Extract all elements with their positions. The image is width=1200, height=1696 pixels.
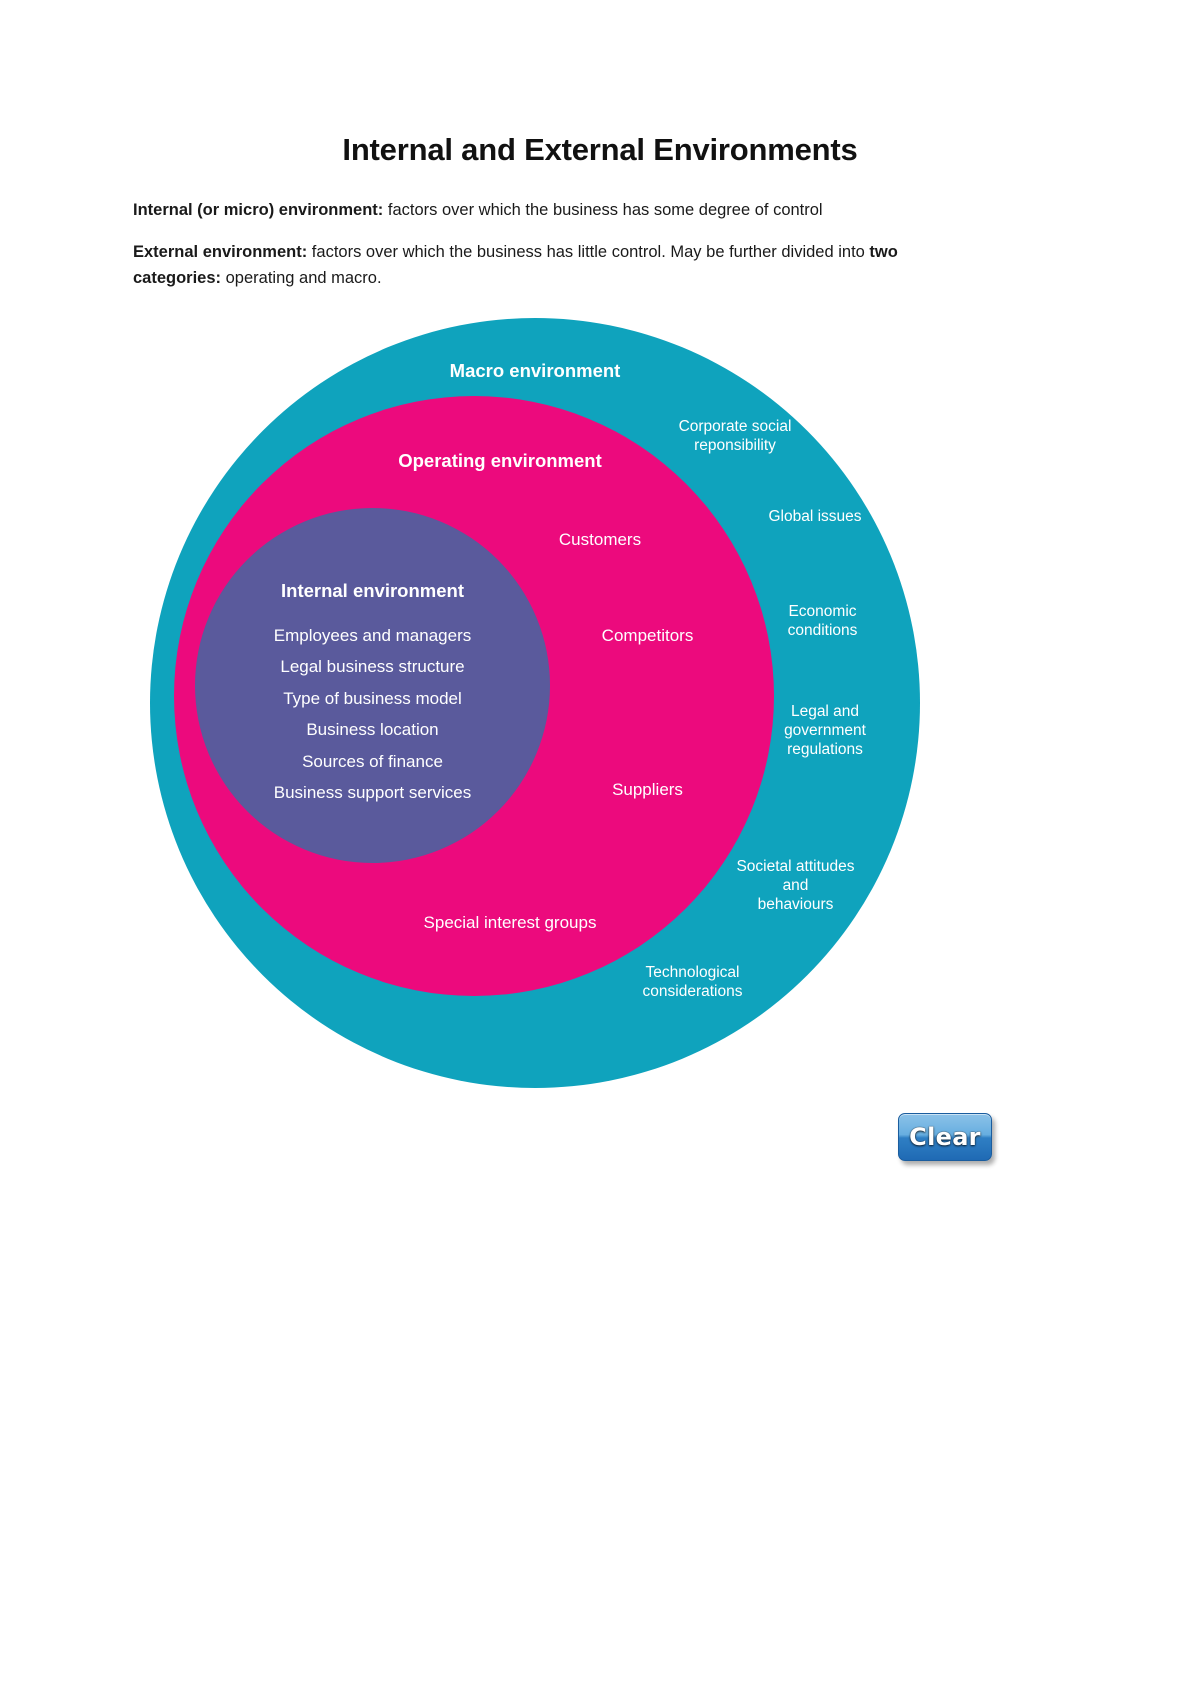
paragraph-external-text2: operating and macro. xyxy=(221,268,382,287)
internal-item-employees-and-managers: Employees and managers xyxy=(273,626,472,645)
operating-item-special-interest-groups: Special interest groups xyxy=(423,913,597,932)
internal-item-legal-business-structure: Legal business structure xyxy=(280,657,465,677)
paragraph-external-lead2: two categories: xyxy=(133,243,898,287)
internal-item-business-support-services: Business support services xyxy=(273,783,472,803)
macro-item-technological-considerations: Technological considerations xyxy=(642,964,743,1000)
operating-item-customers: Customers xyxy=(558,530,642,549)
internal-item-business-location: Business location xyxy=(306,720,439,740)
internal-environment-list: Employees and managers Legal business st… xyxy=(195,620,550,809)
operating-item-suppliers: Suppliers xyxy=(612,780,683,799)
paragraph-external-definition: External environment: factors over which… xyxy=(133,240,978,291)
internal-environment-circle xyxy=(195,508,550,863)
internal-item-type-of-business-model: Type of business model xyxy=(283,688,462,708)
macro-item-societal-attitudes-behaviours: Societal attitudes and behaviours xyxy=(736,858,855,913)
operating-item-competitors: Competitors xyxy=(601,626,694,645)
page-title: Internal and External Environments xyxy=(342,132,858,167)
paragraph-external-lead: External environment: xyxy=(133,243,308,261)
clear-button-label: Clear xyxy=(909,1123,981,1151)
internal-environment-title: Internal environment xyxy=(281,580,464,601)
paragraph-internal-lead: Internal (or micro) environment: xyxy=(133,201,384,219)
macro-item-economic-conditions: Economic conditions xyxy=(787,603,858,639)
paragraph-external-text: factors over which the business has litt… xyxy=(307,243,870,261)
paragraph-internal-definition: Internal (or micro) environment: factors… xyxy=(133,198,978,224)
macro-environment-title: Macro environment xyxy=(449,360,621,381)
clear-button[interactable]: Clear xyxy=(898,1113,992,1161)
internal-item-sources-of-finance: Sources of finance xyxy=(302,751,443,771)
paragraph-internal-text: factors over which the business has some… xyxy=(383,201,823,219)
operating-environment-title: Operating environment xyxy=(398,450,602,471)
macro-item-corporate-social-responsibility: Corporate social reponsibility xyxy=(678,418,792,454)
macro-item-legal-government-regulations: Legal and government regulations xyxy=(784,703,866,758)
macro-item-global-issues: Global issues xyxy=(768,508,862,525)
environments-diagram: Macro environment Corporate social repon… xyxy=(150,318,920,1088)
